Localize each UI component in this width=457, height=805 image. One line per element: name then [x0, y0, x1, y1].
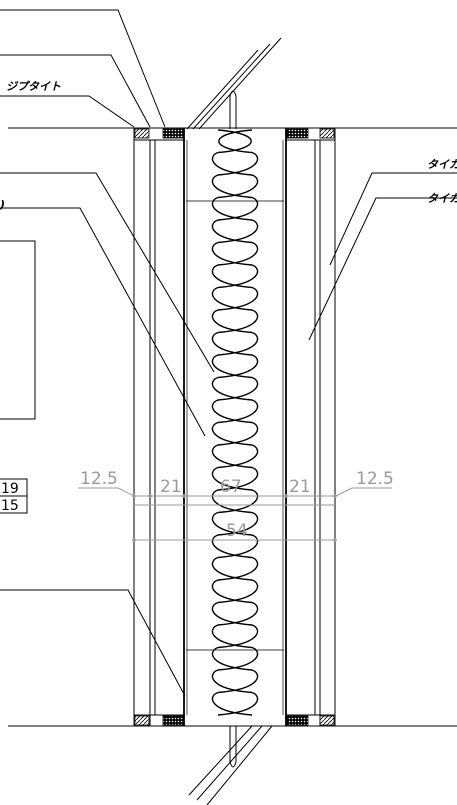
- slab-lines: [8, 127, 457, 727]
- dimension-lines: [78, 487, 392, 541]
- left-box-value-1: 19: [1, 481, 19, 497]
- anchor-blades: [229, 90, 237, 768]
- dimension-ticks: [132, 494, 337, 542]
- wall-panels: [133, 128, 336, 726]
- left-detail-box: [0, 240, 36, 514]
- insulation-coil: [211, 129, 259, 716]
- dim-core: 67: [220, 477, 242, 497]
- dim-total: 54: [226, 521, 248, 541]
- top-label: ジプタイト: [6, 80, 61, 93]
- dim-left-inner: 21: [160, 477, 182, 497]
- dim-right-outer: 12.5: [356, 469, 394, 489]
- leader-lines: [0, 9, 457, 697]
- dim-right-inner: 21: [289, 477, 311, 497]
- right-label-2: タイカ: [427, 192, 457, 205]
- right-label-1: タイカ: [427, 158, 457, 171]
- dim-left-outer: 12.5: [80, 469, 118, 489]
- left-paren-label: ): [0, 198, 5, 211]
- break-lines: [186, 37, 282, 805]
- left-box-value-2: 15: [1, 498, 19, 514]
- seal-joints: [134, 128, 335, 726]
